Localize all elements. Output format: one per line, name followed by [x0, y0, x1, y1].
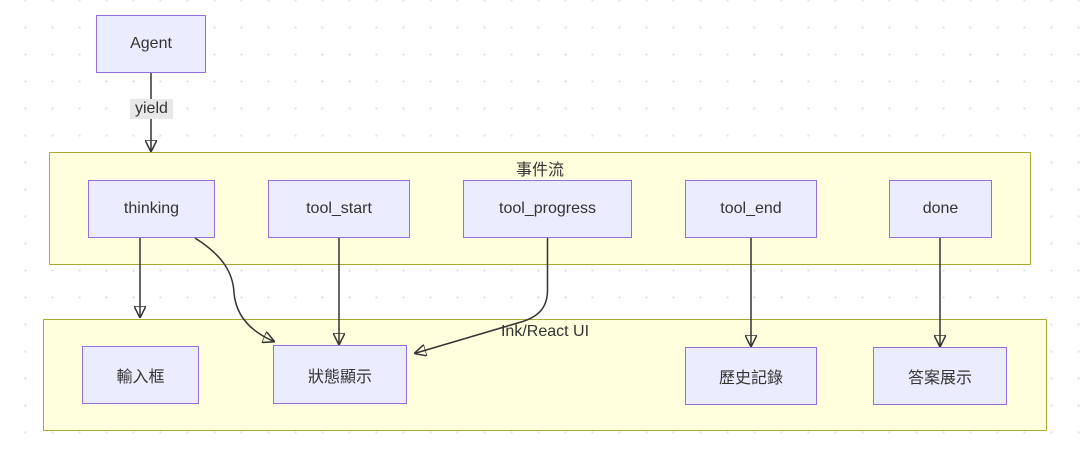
node-agent: Agent [96, 15, 206, 73]
cluster-title-ink-react-ui: Ink/React UI [500, 323, 590, 340]
node-label: done [922, 200, 959, 217]
node-label: thinking [123, 200, 180, 217]
node-history-log: 歷史記錄 [685, 347, 817, 405]
node-label: tool_progress [499, 200, 596, 217]
node-tool-start: tool_start [268, 180, 410, 238]
node-input-box: 輸入框 [82, 346, 199, 404]
cluster-title-event-stream: 事件流 [515, 162, 564, 179]
node-label: 狀態顯示 [307, 368, 372, 386]
node-label: Agent [130, 35, 172, 52]
node-tool-end: tool_end [685, 180, 817, 238]
node-answer-display: 答案展示 [873, 347, 1007, 405]
node-label: tool_start [306, 200, 372, 217]
node-tool-progress: tool_progress [463, 180, 632, 238]
node-status-display: 狀態顯示 [273, 345, 407, 404]
node-label: 歷史記錄 [718, 370, 783, 387]
edge-label-yield: yield [130, 99, 173, 119]
node-label: 答案展示 [907, 370, 972, 387]
node-thinking: thinking [88, 180, 215, 238]
node-label: 輸入框 [116, 369, 165, 386]
edge-tool-progress-to-status-display [416, 238, 549, 353]
node-done: done [889, 180, 992, 238]
edge-thinking-to-status-display [194, 237, 273, 341]
node-label: tool_end [720, 200, 782, 217]
